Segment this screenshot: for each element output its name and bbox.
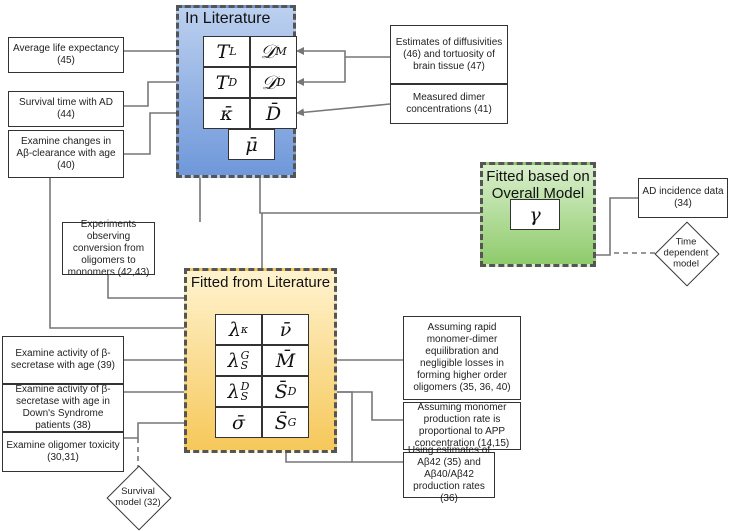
arrow-toxicity-sigma <box>124 419 216 439</box>
source-dimer-conc: Measured dimer concentrations (41) <box>390 84 508 124</box>
fitted-overall-title: Fitted based on Overall Model <box>486 168 590 202</box>
survival-model-node: Survival model (32) <box>106 465 172 531</box>
param-nu: ν̄ <box>262 314 309 345</box>
source-beta-secretase-ds: Examine activity of β-secretase with age… <box>2 384 124 432</box>
source-survival-ad: Survival time with AD (44) <box>8 91 124 127</box>
param-m: M̄ <box>262 345 309 376</box>
source-abeta-clearance: Examine changes in Aβ-clearance with age… <box>8 130 124 178</box>
param-sigma: σ̄ <box>215 407 262 438</box>
arrow-clearance-to-lambda <box>49 178 216 332</box>
source-conversion: Experiments observing conversion from ol… <box>62 219 155 278</box>
source-life-expectancy: Average life expectancy (45) <box>8 37 124 73</box>
source-diffusivities: Estimates of diffusivities (46) and tort… <box>390 25 508 84</box>
arrow-diffusivities-dd <box>296 57 346 86</box>
param-sg: S̄G <box>262 407 309 438</box>
param-kappa: κ̄ <box>203 98 250 129</box>
arrow-diffusivities-dm <box>296 47 390 58</box>
time-dependent-model-label: Time dependent model <box>663 236 709 270</box>
arrow-dimer <box>296 103 391 117</box>
source-beta-secretase: Examine activity of β-secretase with age… <box>2 336 124 384</box>
param-dbar: D̄ <box>250 98 297 129</box>
in-literature-title: In Literature <box>185 10 271 27</box>
survival-model-label: Survival model (32) <box>115 486 161 508</box>
source-ab42-estimates: Using estimates of Aβ42 (35) and Aβ40/Aβ… <box>403 445 495 504</box>
source-ad-incidence: AD incidence data (34) <box>638 178 728 218</box>
source-oligomer-toxicity: Examine oligomer toxicity (30,31) <box>2 432 124 472</box>
param-gamma: γ <box>510 199 560 230</box>
arrow-lit-to-gamma <box>259 160 511 217</box>
param-mu: μ̄ <box>228 129 275 160</box>
fitted-from-literature-title: Fitted from Literature <box>190 274 331 291</box>
param-sd: S̄D <box>262 376 309 407</box>
source-monomer-production: Assuming monomer production rate is prop… <box>403 402 521 450</box>
source-rapid-equilibration: Assuming rapid monomer-dimer equilibrati… <box>403 316 521 400</box>
arrow-survival-ad <box>124 78 204 107</box>
time-dependent-model-node: Time dependent model <box>654 221 720 287</box>
